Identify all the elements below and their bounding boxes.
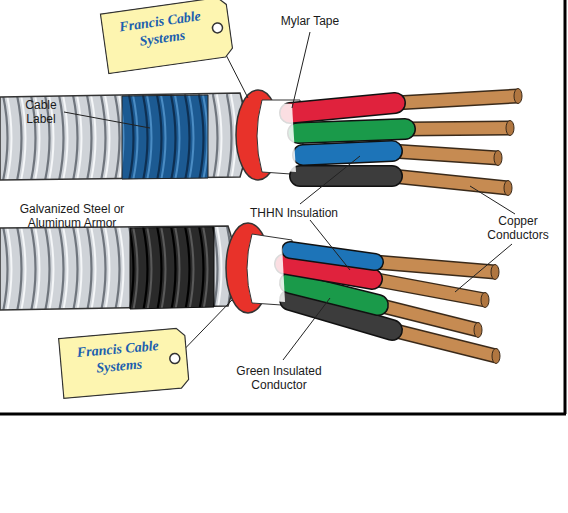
blue-wrap (122, 95, 208, 179)
black-wrap (130, 227, 214, 309)
frame-line (0, 413, 566, 416)
part-label: Green Insulated Conductor (228, 364, 330, 392)
leader-lines (64, 32, 515, 362)
part-label: Cable Label (18, 98, 64, 126)
part-label: Copper Conductors (478, 214, 558, 242)
top-cable (0, 89, 522, 196)
metal-armor (0, 226, 235, 310)
part-label: Mylar Tape (270, 14, 350, 28)
metal-armor (0, 93, 247, 180)
part-label: THHN Insulation (238, 206, 350, 220)
part-label: Galvanized Steel or Aluminum Armor (8, 202, 136, 230)
cable-tag: Francis Cable Systems (99, 0, 234, 75)
cable-tag: Francis Cable Systems (58, 327, 191, 400)
frame-line (564, 0, 567, 414)
